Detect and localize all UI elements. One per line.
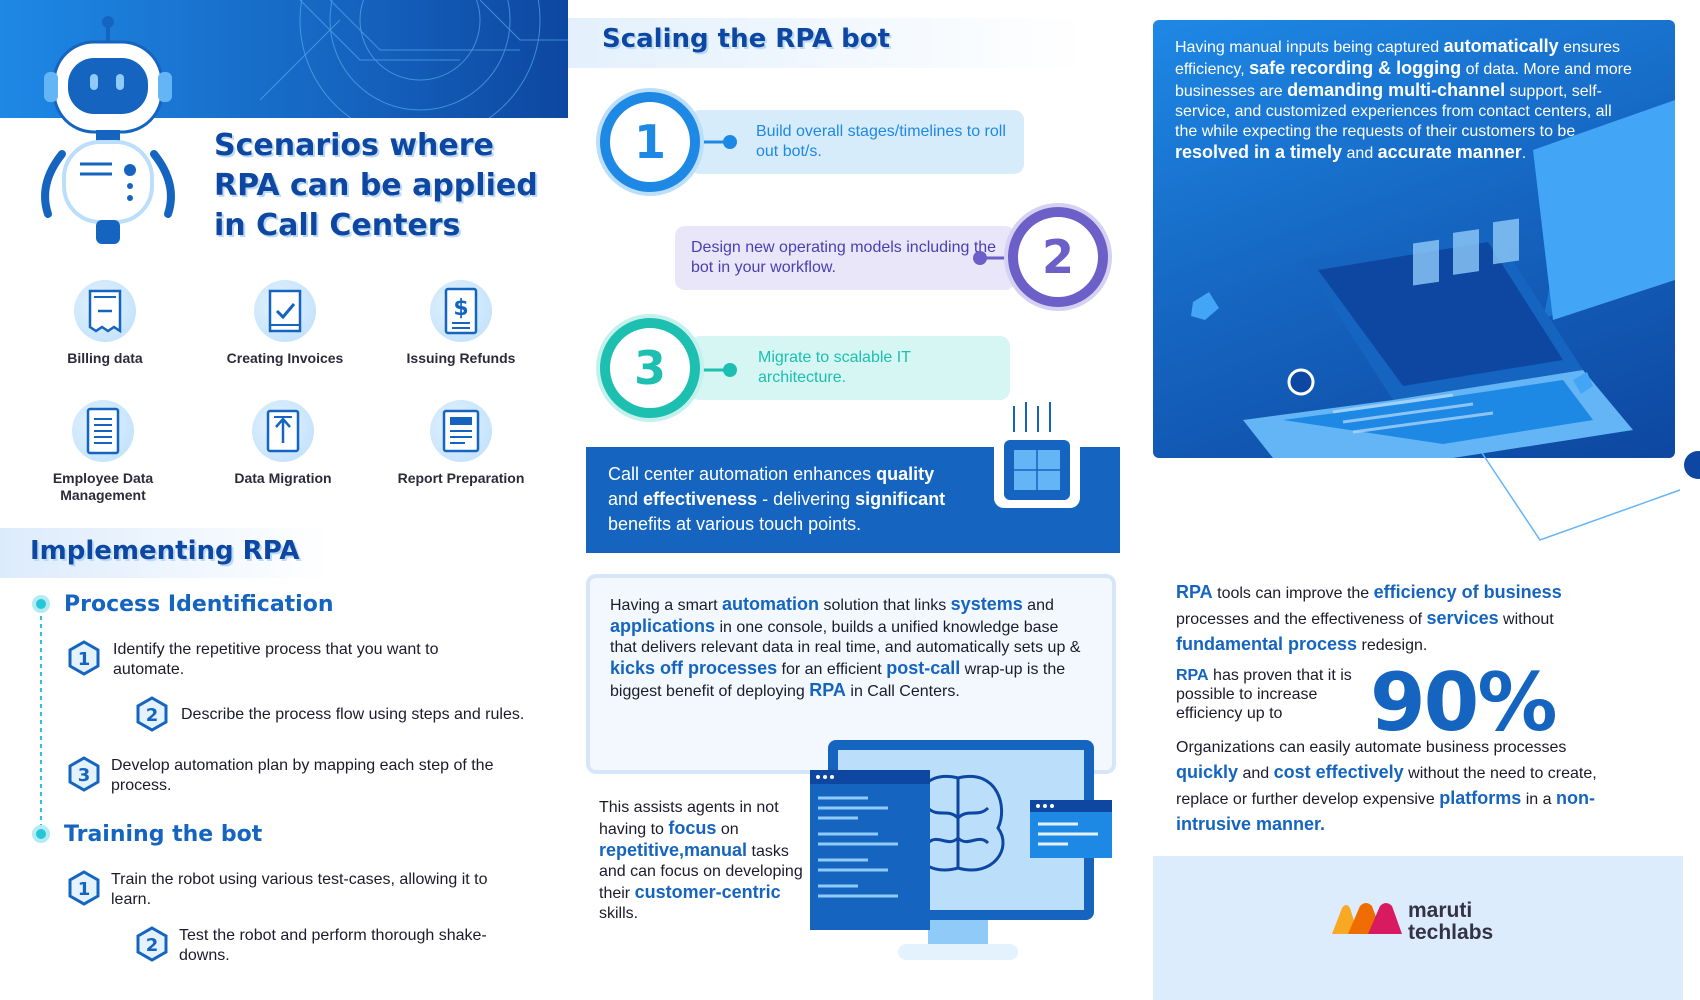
quality-text: Call center automation enhances quality … (608, 464, 946, 534)
process-identification-title: Process Identification (64, 592, 334, 617)
scenarios-title: Scenarios where RPA can be applied in Ca… (214, 128, 538, 243)
svg-text:1: 1 (78, 649, 91, 670)
step-badge-2: 2 (136, 696, 168, 732)
maruti-techlabs-wordmark: maruti techlabs (1408, 899, 1494, 944)
scenario-issuing-refunds: $ Issuing Refunds (376, 280, 546, 367)
report-icon (430, 400, 492, 462)
circuit-decoration (259, 0, 568, 118)
scenario-employee-data-management: Employee Data Management (18, 400, 188, 504)
brain-monitor-illustration (810, 740, 1112, 960)
upload-document-icon (252, 400, 314, 462)
rpa-proven-text: RPA has proven that it is possible to in… (1176, 667, 1352, 722)
scaling-step-3-pill: Migrate to scalable IT architecture. (690, 336, 1010, 400)
process-step-1: Identify the repetitive process that you… (113, 641, 439, 678)
scaling-header-bar (568, 18, 1088, 68)
receipt-icon (74, 280, 136, 342)
scenario-creating-invoices: Creating Invoices (200, 280, 370, 367)
document-list-icon (72, 400, 134, 462)
cpu-chip-icon (966, 402, 1108, 538)
timeline-dot (32, 825, 50, 843)
scaling-step-1-pill: Build overall stages/timelines to roll o… (690, 110, 1024, 174)
process-step-2: Describe the process flow using steps an… (181, 706, 525, 723)
step-badge-2: 2 (136, 926, 168, 962)
step-badge-3: 3 (68, 756, 100, 792)
process-step-3: Develop automation plan by mapping each … (111, 757, 494, 794)
decorative-connector-line (1479, 449, 1700, 541)
assist-agents-text: This assists agents in not having to foc… (599, 799, 803, 922)
invoice-check-icon (254, 280, 316, 342)
implementing-header-bar (0, 528, 330, 578)
rpa-tools-text: RPA tools can improve the efficiency of … (1176, 582, 1562, 654)
scaling-step-1-number: 1 (600, 92, 700, 192)
efficiency-percentage: 90% (1370, 656, 1557, 749)
hero-text: Having manual inputs being captured auto… (1175, 36, 1632, 162)
scenario-billing-data: Billing data (20, 280, 190, 367)
timeline-line (40, 600, 42, 840)
laptop-illustration (1191, 100, 1675, 458)
timeline-dot (32, 595, 50, 613)
scaling-title: Scaling the RPA bot (602, 24, 891, 54)
scaling-step-2-number: 2 (1008, 207, 1108, 307)
training-title: Training the bot (64, 822, 263, 847)
hero-panel (1153, 20, 1675, 458)
scaling-step-2-pill: Design new operating models including th… (675, 226, 1015, 290)
step-badge-1: 1 (68, 640, 100, 676)
smart-automation-text: Having a smart automation solution that … (610, 594, 1081, 700)
organizations-text: Organizations can easily automate busine… (1176, 739, 1597, 834)
maruti-logo-icon (1332, 903, 1402, 934)
svg-text:1: 1 (78, 879, 91, 900)
svg-text:$: $ (453, 296, 468, 321)
footer-panel (1153, 856, 1683, 1000)
svg-text:3: 3 (78, 765, 91, 786)
scaling-step-3-number: 3 (600, 318, 700, 418)
refund-dollar-icon: $ (430, 280, 492, 342)
step-badge-1: 1 (68, 870, 100, 906)
scenario-data-migration: Data Migration (198, 400, 368, 487)
scenario-report-preparation: Report Preparation (376, 400, 546, 487)
training-step-2: Test the robot and perform thorough shak… (179, 927, 487, 964)
robot-mascot-icon (41, 16, 175, 244)
training-step-1: Train the robot using various test-cases… (111, 871, 488, 908)
svg-text:2: 2 (146, 705, 159, 726)
svg-text:2: 2 (146, 935, 159, 956)
implementing-title: Implementing RPA (30, 536, 300, 566)
